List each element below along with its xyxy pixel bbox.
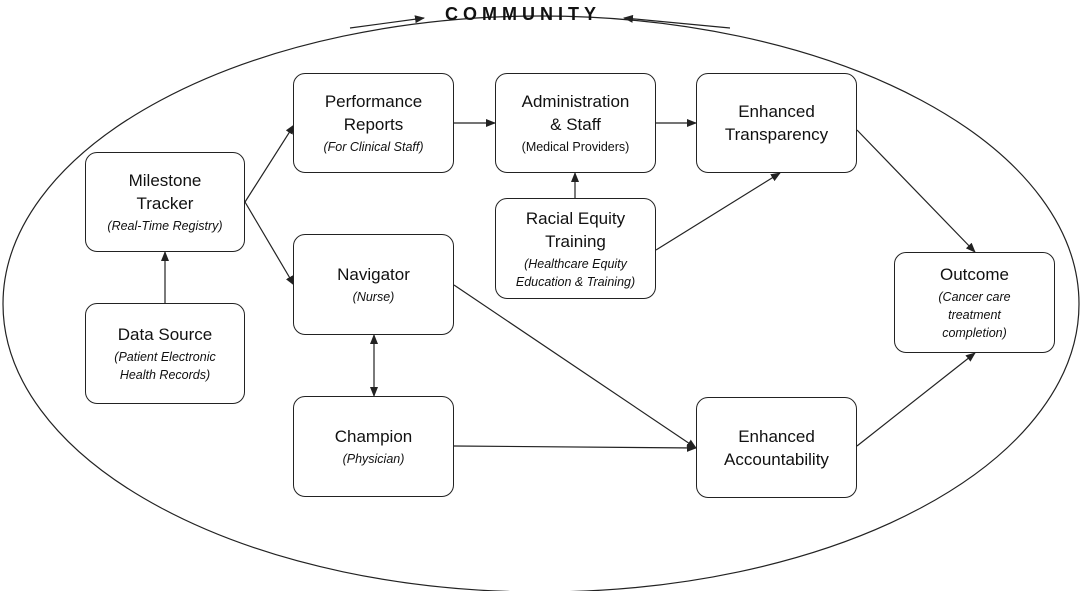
enhanced-transparency-box: Enhanced Transparency	[696, 73, 857, 173]
data-source-subtitle: (Patient Electronic Health Records)	[114, 350, 216, 382]
milestone-tracker-box: Milestone Tracker (Real-Time Registry)	[85, 152, 245, 252]
enhanced-transparency-title: Enhanced Transparency	[724, 102, 829, 144]
performance-reports-subtitle: (For Clinical Staff)	[323, 140, 424, 154]
administration-staff-box: Administration & Staff (Medical Provider…	[495, 73, 656, 173]
edge-racial-equity-training-to-enhanced-transparency	[655, 172, 781, 251]
navigator-box: Navigator (Nurse)	[293, 234, 454, 335]
data-source-title: Data Source	[117, 325, 213, 344]
navigator-title: Navigator	[337, 265, 410, 284]
edge-navigator-to-enhanced-accountability	[453, 284, 697, 449]
enhanced-accountability-box: Enhanced Accountability	[696, 397, 857, 498]
performance-reports-box: Performance Reports (For Clinical Staff)	[293, 73, 454, 173]
edge-milestone-tracker-to-performance-reports	[244, 124, 295, 203]
edge-layer	[161, 119, 976, 452]
outcome-box: Outcome (Cancer care treatment completio…	[894, 252, 1055, 353]
edge-enhanced-transparency-to-outcome	[856, 129, 976, 253]
milestone-tracker-title: Milestone Tracker	[128, 171, 202, 213]
edge-champion-to-enhanced-accountability	[453, 443, 697, 452]
data-source-box: Data Source (Patient Electronic Health R…	[85, 303, 245, 404]
racial-equity-training-subtitle: (Healthcare Equity Education & Training)	[515, 256, 636, 289]
community-arrow-left	[349, 15, 425, 29]
performance-reports-title: Performance Reports	[324, 92, 423, 134]
racial-equity-training-title: Racial Equity Training	[525, 208, 626, 251]
champion-title: Champion	[334, 427, 413, 446]
champion-box: Champion (Physician)	[293, 396, 454, 497]
community-ellipse	[2, 15, 1080, 591]
administration-staff-subtitle: (Medical Providers)	[521, 140, 630, 154]
community-arrow-right	[623, 14, 731, 29]
outcome-title: Outcome	[940, 265, 1009, 284]
champion-subtitle: (Physician)	[342, 452, 405, 466]
racial-equity-training-box: Racial Equity Training (Healthcare Equit…	[495, 198, 656, 299]
enhanced-accountability-title: Enhanced Accountability	[724, 426, 829, 469]
edge-enhanced-accountability-to-outcome	[856, 352, 976, 447]
edge-milestone-tracker-to-navigator	[244, 201, 295, 286]
milestone-tracker-subtitle: (Real-Time Registry)	[107, 219, 223, 233]
administration-staff-title: Administration & Staff	[521, 92, 630, 134]
navigator-subtitle: (Nurse)	[352, 290, 395, 304]
community-label: COMMUNITY	[445, 4, 601, 24]
outcome-subtitle: (Cancer care treatment completion)	[938, 290, 1011, 340]
